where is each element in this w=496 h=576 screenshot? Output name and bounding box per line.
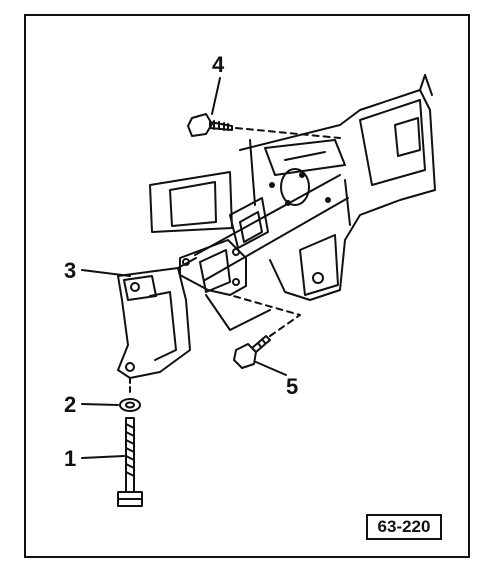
bolt-part-1	[117, 417, 143, 507]
callout-1: 1	[64, 446, 77, 471]
washer-part-2	[119, 398, 141, 412]
body-structure	[149, 74, 436, 301]
diagram-frame	[24, 14, 470, 558]
callout-2: 2	[64, 392, 77, 417]
bolt-4-centerline	[235, 127, 341, 139]
leader-lines	[81, 77, 287, 459]
bolt-part-4	[187, 113, 233, 137]
support-bracket	[117, 257, 197, 379]
callout-4: 4	[212, 52, 225, 77]
column-flange	[179, 239, 271, 331]
figure-reference-label: 63-220	[366, 514, 442, 540]
callout-3: 3	[64, 258, 77, 283]
bolt-5-centerline	[229, 294, 301, 337]
steering-column	[194, 168, 349, 293]
bolt-part-5	[233, 335, 271, 369]
callout-5: 5	[286, 374, 299, 399]
